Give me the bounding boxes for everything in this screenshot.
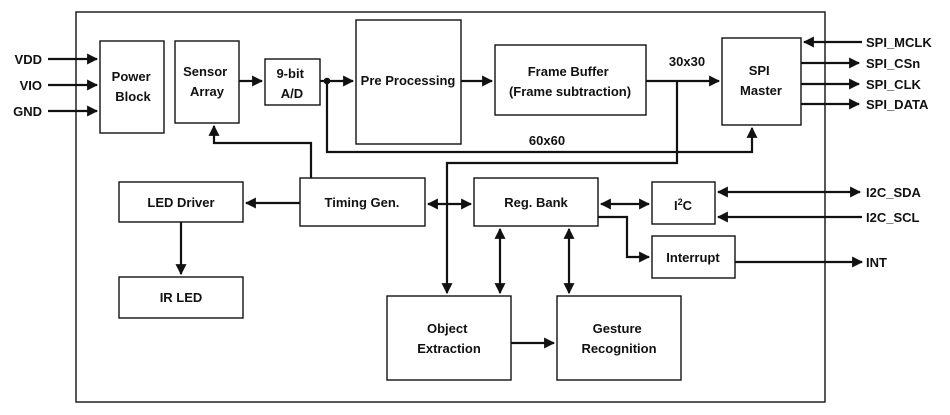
int-label: INT (866, 255, 887, 270)
gesture-recognition-label: Gesture Recognition (581, 321, 656, 356)
spi-data-label: SPI_DATA (866, 97, 929, 112)
raw-60x60-bus-arrow (325, 81, 758, 154)
i2c-sda-label: I2C_SDA (866, 185, 922, 200)
led-driver-box (118, 181, 244, 223)
i2c-scl-label: I2C_SCL (866, 210, 920, 225)
interrupt-box (651, 235, 736, 279)
i2c-box (651, 181, 716, 225)
regbank-to-interrupt-arrow (598, 215, 651, 263)
vio-label: VIO (20, 78, 42, 93)
gesture-recognition-box (556, 295, 682, 381)
i2c-label: I2C (674, 197, 693, 213)
timing-gen-label: Timing Gen. (325, 195, 400, 210)
pre-processing-box (355, 19, 462, 145)
timing-to-sensor-arrow (208, 124, 313, 178)
gnd-label: GND (13, 104, 42, 119)
led-driver-label: LED Driver (147, 195, 214, 210)
power-block-label: Power Block (112, 69, 155, 104)
spi-master-label: SPI Master (740, 63, 782, 98)
bus-30x30-label: 30x30 (669, 54, 705, 69)
sensor-array-label: Sensor Array (183, 64, 231, 99)
bus-60x60-label: 60x60 (529, 133, 565, 148)
adc-box (264, 58, 321, 106)
reg-bank-label: Reg. Bank (504, 195, 568, 210)
ir-led-box (118, 276, 244, 319)
vdd-label: VDD (15, 52, 42, 67)
ir-led-label: IR LED (160, 290, 203, 305)
spi-clk-label: SPI_CLK (866, 77, 922, 92)
object-extraction-box (386, 295, 512, 381)
reg-bank-box (473, 177, 599, 227)
spi-mclk-label: SPI_MCLK (866, 35, 932, 50)
pre-processing-label: Pre Processing (361, 73, 456, 88)
spi-csn-label: SPI_CSn (866, 56, 920, 71)
chip-boundary (75, 11, 826, 403)
power-block-box (99, 40, 165, 134)
spi-master-box (721, 37, 802, 126)
bus-30x30-to-object-extraction (441, 81, 679, 295)
sensor-array-box (174, 40, 240, 124)
frame-buffer-label: Frame Buffer (Frame subtraction) (509, 64, 631, 99)
adc-label: 9-bit A/D (276, 66, 307, 101)
frame-buffer-box (494, 44, 647, 116)
interrupt-label: Interrupt (666, 250, 720, 265)
object-extraction-label: Object Extraction (417, 321, 481, 356)
